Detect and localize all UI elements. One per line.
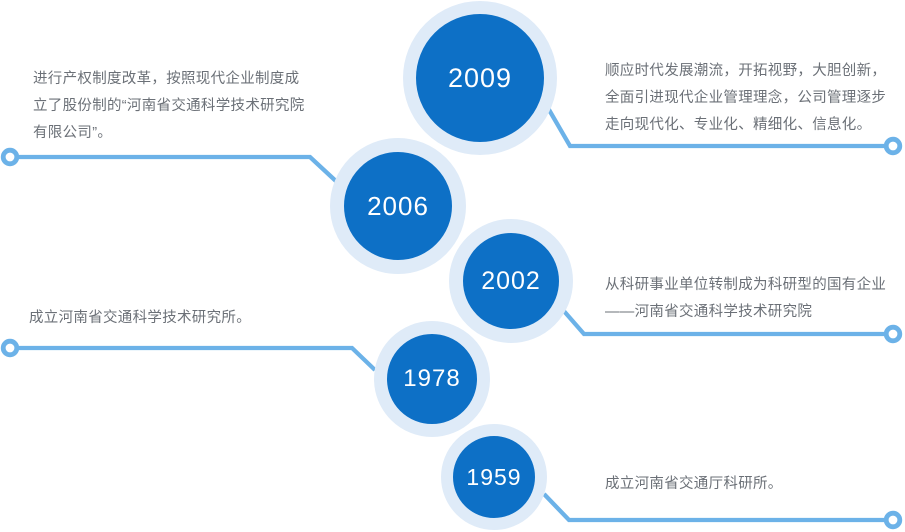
year-label: 1959	[466, 463, 522, 490]
endpoint-ring-icon	[883, 324, 903, 344]
timeline-node-1959: 1959	[441, 424, 547, 530]
connector-2006-line	[18, 154, 340, 185]
timeline-desc-2006: 进行产权制度改革，按照现代企业制度成立了股份制的“河南省交通科学技术研究院有限公…	[33, 71, 305, 141]
connector-1959-line	[542, 492, 885, 523]
year-label: 2006	[367, 190, 429, 221]
timeline-node-1978: 1978	[374, 321, 490, 437]
timeline-node-2006: 2006	[330, 138, 466, 274]
timeline-desc-2009: 顺应时代发展潮流，开拓视野，大胆创新，全面引进现代企业管理理念，公司管理逐步走向…	[605, 63, 887, 133]
timeline-desc-2002: 从科研事业单位转制成为科研型的国有企业——河南省交通科学技术研究院	[605, 277, 887, 320]
timeline-node-2002: 2002	[449, 219, 573, 343]
endpoint-ring-icon	[883, 510, 903, 530]
endpoint-ring-icon	[0, 338, 20, 358]
connector-2009-line	[546, 106, 885, 149]
connector-2002-line	[561, 308, 885, 337]
year-label: 2002	[481, 266, 541, 295]
year-label: 1978	[403, 365, 461, 392]
connector-1978-line	[18, 345, 377, 372]
endpoint-ring-icon	[883, 136, 903, 156]
timeline-desc-1978: 成立河南省交通科学技术研究所。	[29, 310, 251, 326]
endpoint-ring-icon	[0, 147, 20, 167]
year-label: 2009	[447, 62, 513, 93]
timeline-desc-1959: 成立河南省交通厅科研所。	[605, 476, 783, 492]
timeline-node-2009: 2009	[403, 1, 557, 155]
